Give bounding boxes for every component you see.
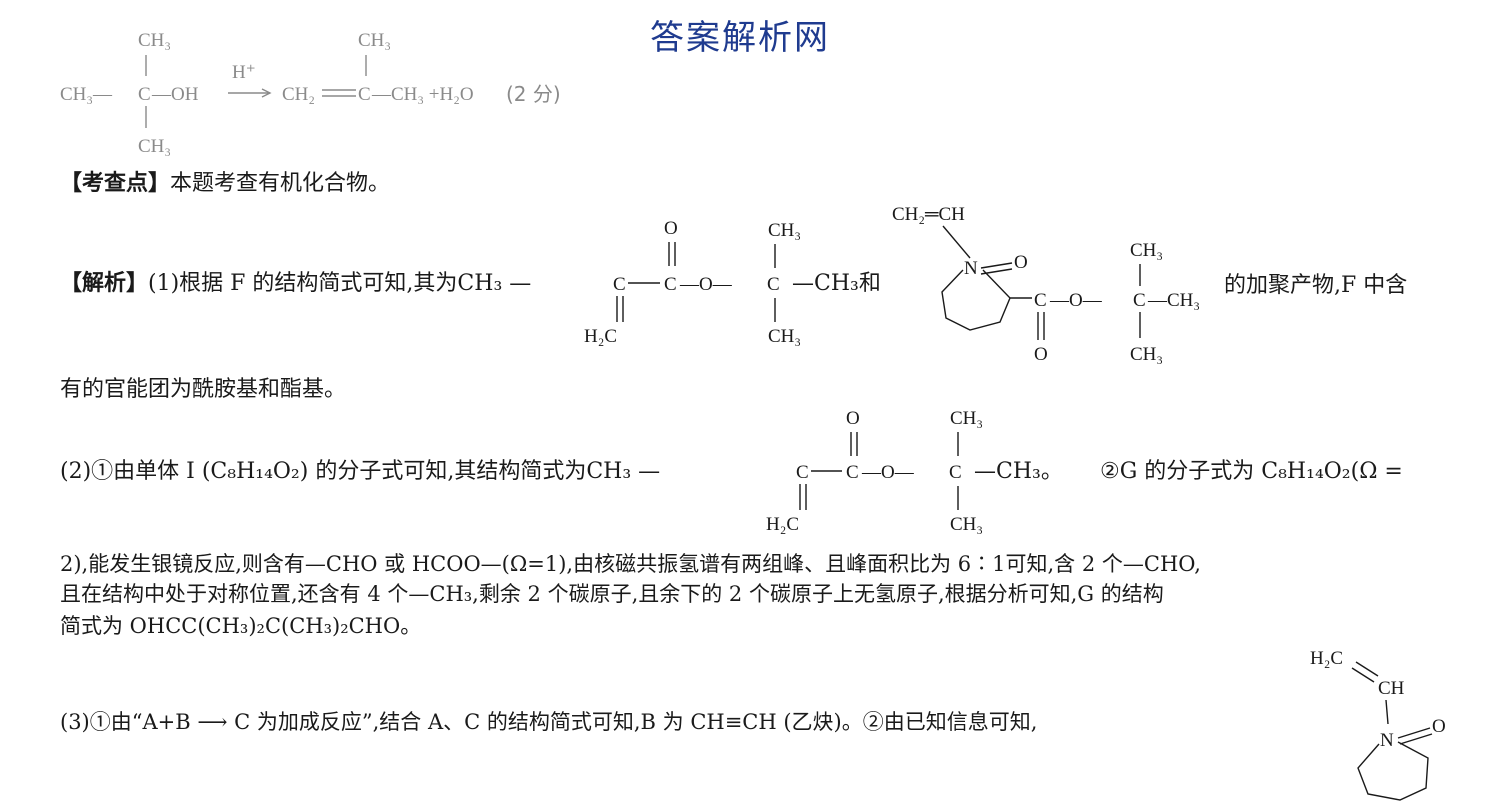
struct2-ch3-right: —CH₃	[1147, 290, 1200, 311]
struct1-c1: C	[613, 274, 626, 295]
struct1-ch3-bottom: CH₃	[768, 326, 801, 347]
eq1-c-right: C	[358, 84, 371, 105]
eq1-ch3-bottom-left: CH₃	[138, 136, 171, 157]
eq1-score: (2 分)	[506, 82, 561, 106]
jiexi-p1-line1: 【解析】(1)根据 F 的结构简式可知,其为CH₃ —	[60, 270, 531, 298]
struct2-ch3-bottom: CH₃	[1130, 344, 1163, 365]
bond	[942, 225, 971, 259]
eq1-structure: CH₃ CH₃— C —OH CH₃ H⁺ CH₂ CH₃ C —CH₃ +H₂…	[60, 30, 474, 157]
double-bond	[1399, 733, 1433, 745]
struct2-caprolactam-ester: CH₂═CH N O C —O— C —CH₃ CH₃ O CH₃	[892, 204, 1200, 365]
jiexi-p3: (3)①由“A+B ⟶ C 为加成反应”,结合 A、C 的结构简式可知,B 为 …	[60, 710, 1038, 734]
struct2-o-bottom: O	[1034, 344, 1048, 365]
struct3-h2c: H₂C	[766, 514, 799, 535]
struct3-o-mid: —O—	[861, 462, 915, 483]
ring	[1357, 741, 1429, 801]
kaocha-text: 本题考查有机化合物。	[170, 171, 391, 196]
jiexi-p2-before: (2)①由单体 I (C₈H₁₄O₂) 的分子式可知,其结构简式为CH₃ —	[60, 459, 661, 484]
struct3-c3: C	[949, 462, 962, 483]
jiexi-p2-end: —CH₃。	[974, 459, 1063, 484]
struct4-n: N	[1380, 730, 1394, 751]
struct4-ch: CH	[1378, 678, 1405, 699]
double-bond	[1355, 661, 1379, 677]
struct3-c1: C	[796, 462, 809, 483]
jiexi-p1-and: —CH₃和	[792, 271, 881, 296]
jiexi-p1-after: 的加聚产物,F 中含	[1224, 273, 1408, 298]
struct3-monomer-i: O CH₃ C C —O— C H₂C CH₃	[766, 408, 983, 535]
struct2-c-q: C	[1133, 290, 1146, 311]
eq1-catalyst: H⁺	[232, 62, 256, 83]
kaocha-line: 【考查点】本题考查有机化合物。	[60, 170, 390, 198]
eq1-oh: —OH	[151, 84, 199, 105]
struct1-o-mid: —O—	[679, 274, 733, 295]
eq1-ch2: CH₂	[282, 84, 315, 105]
kaocha-label: 【考查点】	[60, 171, 171, 196]
eq1-c-left: C	[138, 84, 151, 105]
ring	[941, 269, 1011, 331]
double-bond	[980, 262, 1013, 269]
struct1-c2: C	[664, 274, 677, 295]
jiexi-p2-line4: 简式为 OHCC(CH₃)₂C(CH₃)₂CHO。	[60, 614, 422, 638]
struct2-ch3-top: CH₃	[1130, 240, 1163, 261]
struct3-ch3-bottom: CH₃	[950, 514, 983, 535]
struct1-h2c: H₂C	[584, 326, 617, 347]
struct3-ch3-top: CH₃	[950, 408, 983, 429]
struct3-c2: C	[846, 462, 859, 483]
jiexi-p1-cont: 有的官能团为酰胺基和酯基。	[60, 377, 347, 402]
eq1-ch3-top-right: CH₃	[358, 30, 391, 51]
eq1-ch3-left: CH₃—	[60, 84, 113, 105]
double-bond	[1351, 667, 1375, 683]
jiexi-p1-before: (1)根据 F 的结构简式可知,其为CH₃ —	[148, 271, 532, 296]
double-bond	[1397, 727, 1431, 739]
struct1-methacrylate: O CH₃ C C —O— C H₂C CH₃	[584, 218, 801, 347]
struct2-vinyl: CH₂═CH	[892, 204, 965, 225]
bond	[1385, 699, 1389, 725]
struct2-n: N	[964, 258, 978, 279]
struct2-o-mid: —O—	[1049, 290, 1103, 311]
eq1-ch3-top-left: CH₃	[138, 30, 171, 51]
struct3-o: O	[846, 408, 860, 429]
jiexi-label: 【解析】	[60, 271, 149, 296]
jiexi-p2-line2: 2),能发生银镜反应,则含有—CHO 或 HCOO—(Ω=1),由核磁共振氢谱有…	[60, 552, 1201, 576]
jiexi-p2-after: ②G 的分子式为 C₈H₁₄O₂(Ω =	[1100, 459, 1403, 484]
struct4-vinyl-caprolactam: H₂C CH N O	[1310, 648, 1446, 801]
jiexi-p2-line3: 且在结构中处于对称位置,还含有 4 个—CH₃,剩余 2 个碳原子,且余下的 2…	[60, 582, 1164, 606]
struct2-c-ester: C	[1034, 290, 1047, 311]
watermark: 答案解析网	[650, 18, 830, 58]
struct1-o: O	[664, 218, 678, 239]
struct1-c3: C	[767, 274, 780, 295]
struct4-o: O	[1432, 716, 1446, 737]
eq1-ch3-right: —CH₃ +H₂O	[371, 84, 474, 105]
struct1-ch3-top: CH₃	[768, 220, 801, 241]
struct4-h2c: H₂C	[1310, 648, 1343, 669]
struct2-o-ring: O	[1014, 252, 1028, 273]
arrow-head	[261, 88, 272, 98]
